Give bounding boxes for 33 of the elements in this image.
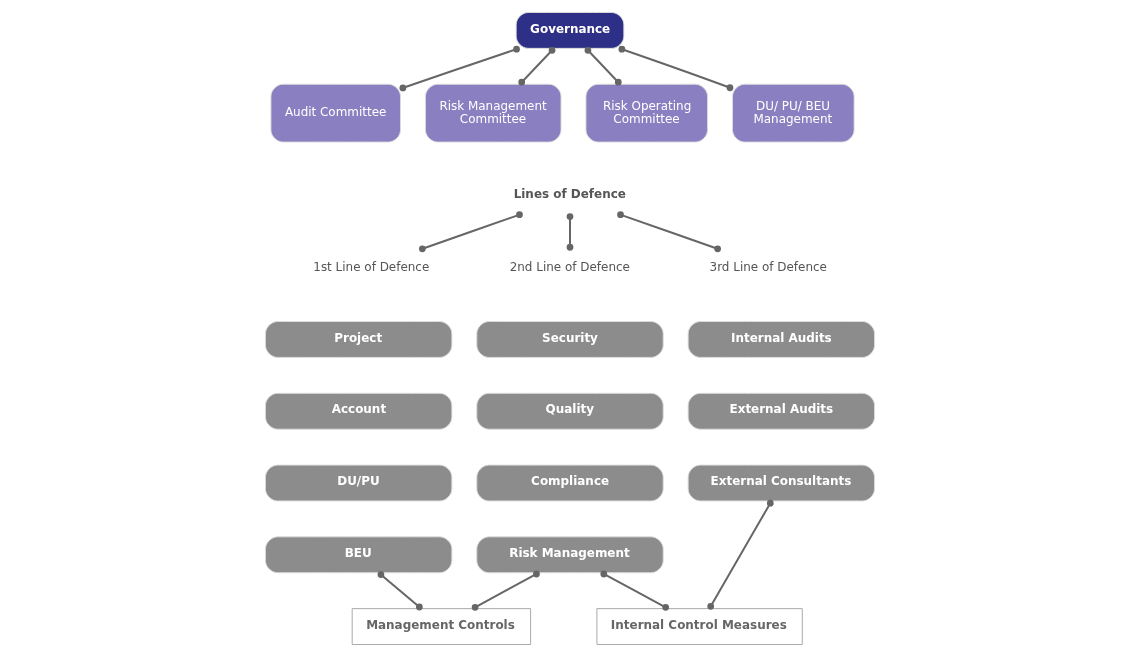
node-box: Internal Control Measures [595, 608, 803, 645]
connector [418, 211, 523, 253]
node-box: Quality [475, 392, 664, 430]
connector [398, 45, 520, 92]
node-text: Lines of Defence [513, 187, 626, 201]
connector [618, 45, 733, 92]
node-box: Account [264, 392, 452, 430]
node-box: Compliance [475, 464, 664, 502]
node-box: Project [264, 321, 452, 358]
node-box: DU/ PU/ BEU Management [731, 83, 855, 143]
connector [377, 571, 423, 611]
node-text: 2nd Line of Defence [509, 259, 630, 274]
node-box: Internal Audits [687, 321, 875, 358]
connector [584, 46, 622, 86]
node-text: 3rd Line of Defence [709, 259, 827, 274]
connector [566, 213, 573, 251]
node-box: Risk Operating Committee [584, 83, 708, 143]
node-box: BEU [264, 536, 452, 574]
node-text: 1st Line of Defence [312, 259, 429, 274]
connector [616, 211, 721, 253]
node-box: Risk Management [475, 536, 664, 574]
connector [471, 570, 540, 611]
connector [599, 570, 669, 611]
node-box: External Consultants [687, 464, 875, 502]
node-box: Security [475, 321, 664, 358]
connector [706, 499, 774, 610]
node-box: Management Controls [351, 608, 531, 645]
node-box: Audit Committee [269, 83, 401, 143]
node-box: DU/PU [264, 464, 452, 502]
node-box: External Audits [687, 392, 875, 430]
node-box: Governance [515, 12, 624, 49]
connector [517, 46, 555, 86]
node-box: Risk Management Committee [424, 83, 562, 143]
